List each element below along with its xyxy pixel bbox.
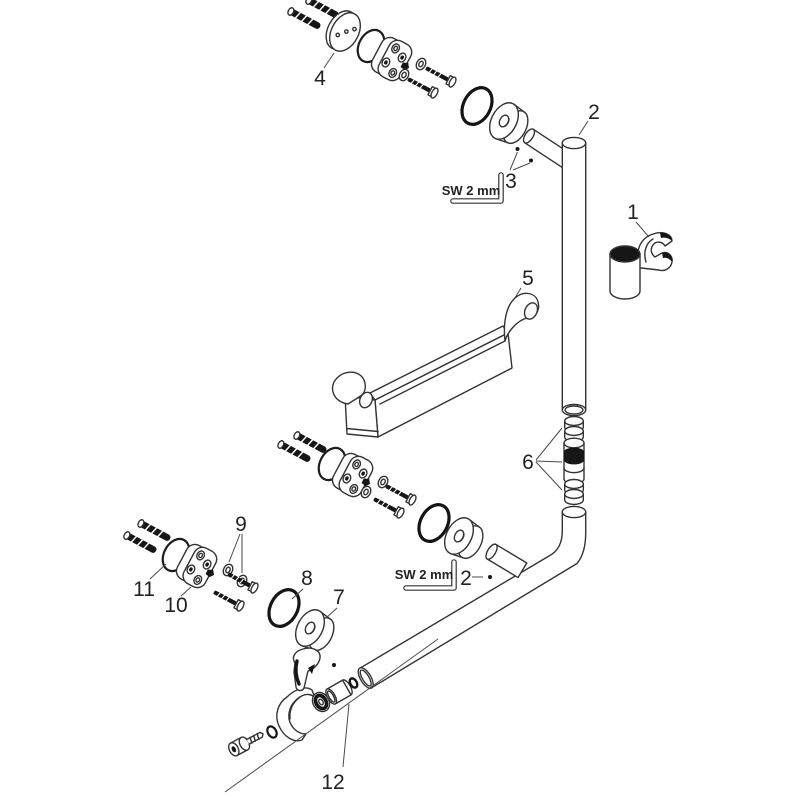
escutcheon-icon xyxy=(438,512,490,565)
wall-plug-icon xyxy=(121,529,159,556)
screw-icon xyxy=(404,73,441,100)
hex-key-callout-top: SW 2 mm xyxy=(442,175,501,201)
o-ring-part8 xyxy=(267,588,301,628)
part-6-label: 6 xyxy=(522,451,534,474)
shelf-hook-left xyxy=(331,371,367,405)
cover-plate-part4 xyxy=(325,10,362,52)
mounting-block-part10 xyxy=(172,539,225,594)
leader-line xyxy=(291,588,304,600)
leader-line xyxy=(535,427,563,491)
leader-line xyxy=(512,287,522,302)
shelf-part5 xyxy=(331,292,540,438)
leader-line xyxy=(635,221,650,238)
screw-part9 xyxy=(210,586,247,613)
bottom-mount-assembly xyxy=(121,517,341,657)
holder-shell-lower xyxy=(276,687,316,742)
spacer-rings-part6 xyxy=(563,415,585,506)
bar-end-opening xyxy=(357,667,374,689)
part-2-top-label: 2 xyxy=(588,101,600,124)
leader-line xyxy=(180,586,192,597)
part-5-label: 5 xyxy=(522,267,534,290)
elbow-mount-stub xyxy=(485,543,528,579)
set-screw-dot xyxy=(488,575,492,579)
rail-pipe-part2 xyxy=(332,128,587,689)
holder-kit-part12 xyxy=(227,647,359,757)
part-2-bottom-label: 2 xyxy=(460,567,472,590)
wall-plug-icon xyxy=(135,517,173,544)
hex-key-size-label: SW 2 mm xyxy=(442,183,501,198)
sleeve-part6 xyxy=(563,437,585,485)
leader-line xyxy=(325,607,338,619)
part-9-label: 9 xyxy=(235,513,247,536)
sleeve-icon xyxy=(325,679,353,705)
leader-line xyxy=(149,563,167,580)
part-11-label: 11 xyxy=(133,578,155,601)
o-ring-tiny-icon xyxy=(348,677,359,689)
holder-cylinder xyxy=(609,253,641,300)
leader-line xyxy=(578,120,589,136)
set-screw-dot xyxy=(332,663,336,667)
part-3-label: 3 xyxy=(505,170,517,193)
screw-icon xyxy=(422,62,459,89)
hex-key-size-label: SW 2 mm xyxy=(395,567,454,582)
part-7-label: 7 xyxy=(333,586,345,609)
part-1-label: 1 xyxy=(627,201,639,224)
part-10-label: 10 xyxy=(164,594,187,617)
part-8-label: 8 xyxy=(301,567,313,590)
screw-icon xyxy=(370,493,407,520)
shower-holder-part1 xyxy=(609,231,673,300)
part-12-label: 12 xyxy=(321,771,344,794)
socket-screw-icon xyxy=(227,731,264,757)
wall-plug-icon xyxy=(285,5,323,32)
mounting-block-icon xyxy=(328,448,381,503)
o-ring-small-icon xyxy=(266,725,278,739)
mounting-block-icon xyxy=(367,32,420,87)
o-ring-icon xyxy=(417,503,451,543)
holder-clip-upper xyxy=(292,647,321,692)
hex-key-callout-bottom: SW 2 mm 2 xyxy=(395,562,483,590)
o-ring-icon xyxy=(460,86,494,126)
top-mount-assembly xyxy=(285,0,535,163)
set-screw-dot xyxy=(529,158,533,163)
screw-icon xyxy=(382,480,419,507)
bracket-line-part12 xyxy=(224,638,439,793)
part-4-label: 4 xyxy=(314,67,326,90)
set-screw-dot xyxy=(515,147,520,151)
leader-line xyxy=(509,151,531,171)
callouts: 4 3 2 1 5 6 7 8 9 10 11 12 SW 2 mm SW 2 … xyxy=(133,52,650,794)
leader-line xyxy=(323,52,335,69)
holder-fork xyxy=(636,231,673,272)
middle-mount-assembly xyxy=(275,429,490,565)
leader-line xyxy=(228,533,243,573)
